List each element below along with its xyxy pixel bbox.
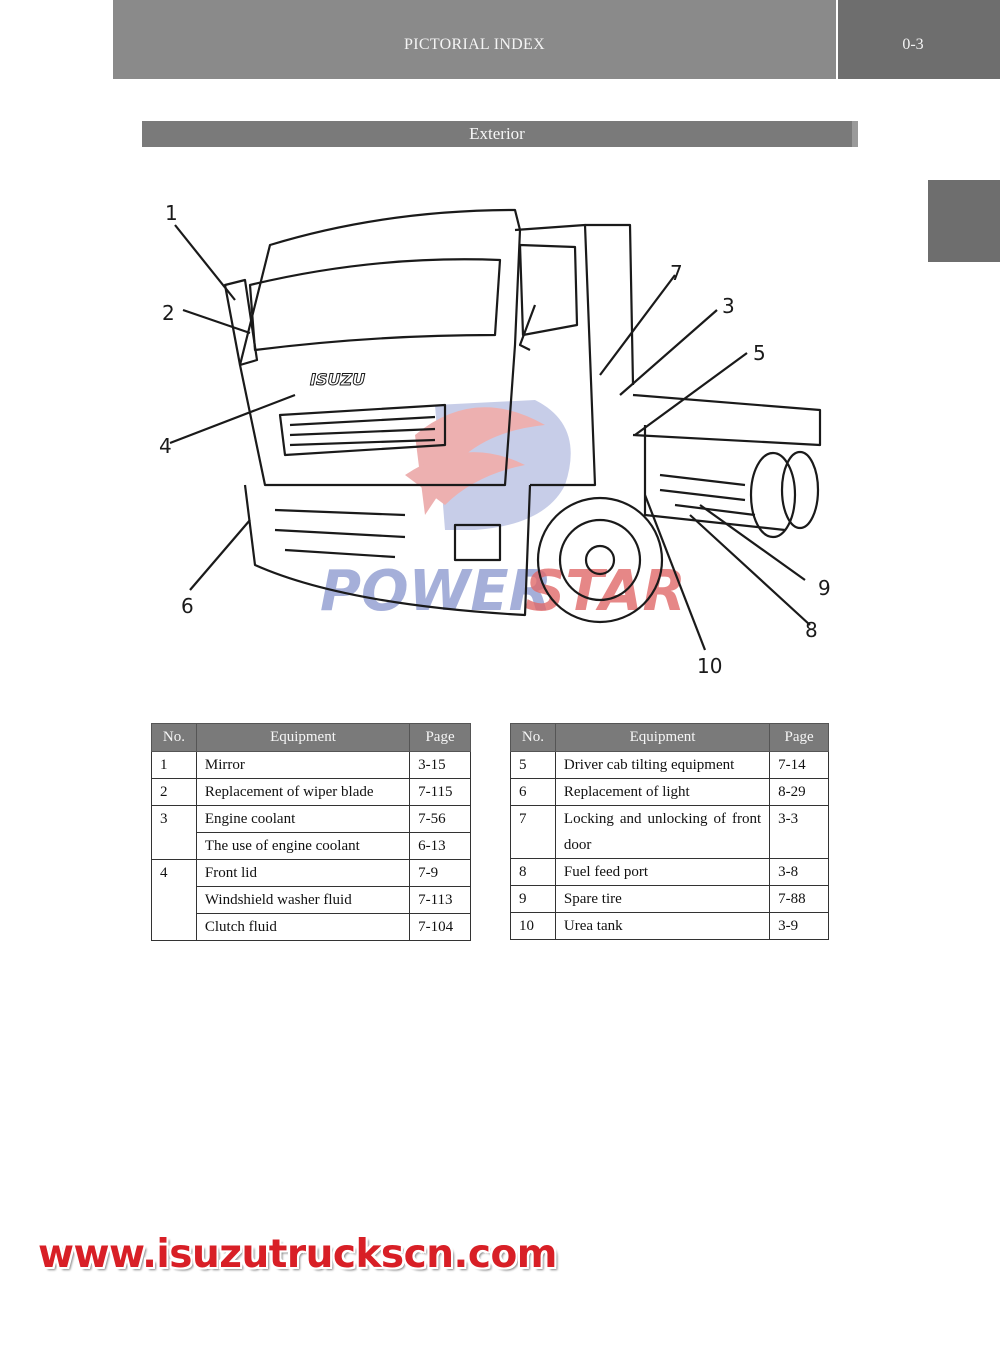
col-page-header: Page — [409, 723, 471, 752]
section-heading: Exterior — [142, 121, 858, 147]
equipment-table-left: No. Equipment Page 1 Mirror 3-15 2 Repla… — [151, 723, 471, 941]
callout-6: 6 — [181, 594, 194, 618]
truck-line-drawing — [223, 208, 822, 624]
col-no-header: No. — [151, 723, 197, 752]
table-header-row: No. Equipment Page — [151, 723, 471, 752]
isuzu-brand-text: ISUZU — [310, 370, 365, 389]
row-page: 7-115 — [409, 778, 471, 806]
row-page: 7-14 — [769, 751, 829, 779]
row-equipment: Spare tire — [554, 885, 771, 913]
page-title: PICTORIAL INDEX — [404, 36, 545, 53]
row-no: 3 — [151, 805, 197, 833]
row-no: 9 — [510, 885, 556, 913]
row-page: 7-104 — [409, 913, 471, 941]
row-no — [151, 913, 197, 941]
table-header-row: No. Equipment Page — [510, 723, 829, 752]
col-no-header: No. — [510, 723, 556, 752]
table-row: 9 Spare tire 7-88 — [510, 885, 829, 913]
table-row: The use of engine coolant 6-13 — [151, 832, 471, 860]
row-no: 2 — [151, 778, 197, 806]
website-url[interactable]: www.isuzutruckscn.com — [38, 1232, 557, 1277]
table-row: 7 Locking and unlocking of front door 3-… — [510, 805, 829, 859]
section-title: Exterior — [469, 124, 525, 143]
row-equipment: Engine coolant — [195, 805, 411, 833]
table-row: 5 Driver cab tilting equipment 7-14 — [510, 751, 829, 779]
row-no: 1 — [151, 751, 197, 779]
watermark-text-star: STAR — [525, 559, 686, 624]
callout-9: 9 — [818, 576, 831, 600]
row-page: 7-88 — [769, 885, 829, 913]
row-no: 8 — [510, 858, 556, 886]
row-page: 6-13 — [409, 832, 471, 860]
col-equipment-header: Equipment — [195, 723, 411, 752]
row-equipment: The use of engine coolant — [195, 832, 411, 860]
col-equipment-header: Equipment — [554, 723, 771, 752]
table-row: 4 Front lid 7-9 — [151, 859, 471, 887]
table-row: 3 Engine coolant 7-56 — [151, 805, 471, 833]
callout-leaders — [169, 224, 811, 651]
row-no: 5 — [510, 751, 556, 779]
watermark-text-power: POWER — [320, 559, 552, 624]
callout-8: 8 — [805, 618, 818, 642]
row-no — [151, 832, 197, 860]
row-no: 7 — [510, 805, 556, 859]
row-page: 7-113 — [409, 886, 471, 914]
row-equipment: Replacement of wiper blade — [195, 778, 411, 806]
row-page: 3-9 — [769, 912, 829, 940]
row-equipment: Driver cab tilting equipment — [554, 751, 771, 779]
col-page-header: Page — [769, 723, 829, 752]
row-equipment: Windshield washer fluid — [195, 886, 411, 914]
row-equipment: Mirror — [195, 751, 411, 779]
table-row: 2 Replacement of wiper blade 7-115 — [151, 778, 471, 806]
row-equipment: Urea tank — [554, 912, 771, 940]
row-equipment: Replacement of light — [554, 778, 771, 806]
callout-3: 3 — [722, 294, 735, 318]
callout-1: 1 — [165, 201, 178, 225]
table-row: 8 Fuel feed port 3-8 — [510, 858, 829, 886]
table-row: 1 Mirror 3-15 — [151, 751, 471, 779]
callout-4: 4 — [159, 434, 172, 458]
callout-10: 10 — [697, 654, 722, 678]
chapter-tab — [928, 180, 1000, 262]
row-no: 4 — [151, 859, 197, 887]
row-equipment: Front lid — [195, 859, 411, 887]
header-bar: PICTORIAL INDEX — [113, 0, 836, 79]
row-equipment: Locking and unlocking of front door — [554, 805, 771, 859]
table-row: Windshield washer fluid 7-113 — [151, 886, 471, 914]
page-number: 0-3 — [902, 36, 924, 53]
table-row: 10 Urea tank 3-9 — [510, 912, 829, 940]
row-no — [151, 886, 197, 914]
row-no: 10 — [510, 912, 556, 940]
row-page: 3-15 — [409, 751, 471, 779]
row-page: 7-56 — [409, 805, 471, 833]
table-row: Clutch fluid 7-104 — [151, 913, 471, 941]
table-row: 6 Replacement of light 8-29 — [510, 778, 829, 806]
truck-illustration: POWER STAR ISUZU 1 — [159, 201, 831, 678]
row-page: 3-8 — [769, 858, 829, 886]
equipment-table-right: No. Equipment Page 5 Driver cab tilting … — [510, 723, 829, 940]
row-page: 7-9 — [409, 859, 471, 887]
row-equipment: Fuel feed port — [554, 858, 771, 886]
callout-5: 5 — [753, 341, 766, 365]
page-number-box: 0-3 — [838, 0, 1000, 79]
watermark-logo — [405, 400, 571, 530]
row-page: 8-29 — [769, 778, 829, 806]
row-page: 3-3 — [769, 805, 829, 859]
row-equipment: Clutch fluid — [195, 913, 411, 941]
callout-7: 7 — [670, 261, 683, 285]
row-no: 6 — [510, 778, 556, 806]
callout-2: 2 — [162, 301, 175, 325]
